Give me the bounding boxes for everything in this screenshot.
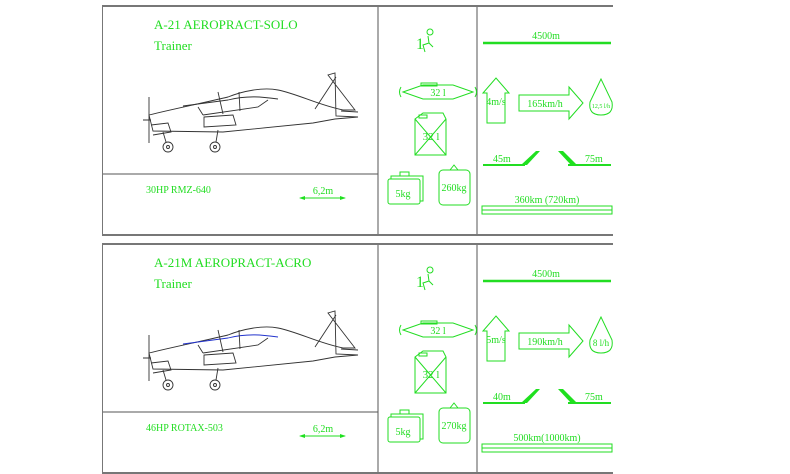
climb-arrow-icon <box>481 77 511 124</box>
aircraft-card: A-21M AEROPRACT-ACRO Trainer 46HP ROTAX-… <box>102 243 613 474</box>
wingspan-value: 6,2m <box>313 186 334 197</box>
fuel-drop-icon <box>589 315 613 354</box>
baggage-icon <box>387 409 424 443</box>
range-value: 500km(1000km) <box>513 433 580 444</box>
fuel-drop-icon <box>589 77 613 116</box>
pilot-icon <box>422 28 434 53</box>
wing-tank-capacity: 32 l <box>430 88 446 99</box>
landing-distance: 75m <box>585 392 603 403</box>
aircraft-side-view-icon <box>143 72 359 153</box>
baggage-icon <box>387 171 424 205</box>
climb-rate: 4m/s <box>486 97 506 108</box>
range-bar-icon <box>481 205 613 215</box>
pilot-icon <box>422 266 434 291</box>
landing-icon <box>558 151 611 166</box>
ceiling-value: 4500m <box>532 269 560 280</box>
fuel-consumption: 8 l/h <box>593 338 610 348</box>
engine-spec: 46HP ROTAX-503 <box>146 423 223 434</box>
baggage-weight: 5kg <box>396 189 411 200</box>
cruise-speed: 190km/h <box>527 337 563 348</box>
landing-distance: 75m <box>585 154 603 165</box>
wingspan-value: 6,2m <box>313 424 334 435</box>
baggage-weight: 5kg <box>396 427 411 438</box>
jerrycan-capacity: 32 l <box>423 369 440 381</box>
aircraft-card: A-21 AEROPRACT-SOLO Trainer 30HP RMZ-640… <box>102 5 613 236</box>
wing-tank-icon <box>399 82 477 100</box>
aircraft-side-view-icon <box>143 310 359 391</box>
aircraft-title: A-21M AEROPRACT-ACRO <box>154 255 311 270</box>
aircraft-title: A-21 AEROPRACT-SOLO <box>154 17 298 32</box>
card-drawing: A-21 AEROPRACT-SOLO Trainer 30HP RMZ-640… <box>103 7 613 234</box>
landing-icon <box>558 389 611 404</box>
card-drawing: A-21M AEROPRACT-ACRO Trainer 46HP ROTAX-… <box>103 245 613 472</box>
wing-tank-capacity: 32 l <box>430 326 446 337</box>
takeoff-icon <box>483 389 540 404</box>
payload-weight: 270kg <box>442 421 467 432</box>
range-bar-icon <box>481 443 613 453</box>
fuel-consumption: 12,5 l/h <box>592 104 610 110</box>
seats-count: 1 <box>416 274 424 291</box>
wingspan-dimension-icon <box>299 434 346 438</box>
engine-spec: 30HP RMZ-640 <box>146 185 211 196</box>
jerrycan-icon <box>414 350 447 394</box>
seats-count: 1 <box>416 36 424 53</box>
wing-tank-icon <box>399 320 477 338</box>
speed-arrow-icon <box>518 85 584 121</box>
takeoff-distance: 40m <box>493 392 511 403</box>
speed-arrow-icon <box>518 323 584 359</box>
cruise-speed: 165km/h <box>527 99 563 110</box>
aircraft-role: Trainer <box>154 276 192 291</box>
takeoff-icon <box>483 151 540 166</box>
climb-arrow-icon <box>481 315 511 362</box>
payload-weight: 260kg <box>442 183 467 194</box>
climb-rate: 5m/s <box>486 335 506 346</box>
jerrycan-icon <box>414 112 447 156</box>
jerrycan-capacity: 32 l <box>423 131 440 143</box>
wingspan-dimension-icon <box>299 196 346 200</box>
ceiling-value: 4500m <box>532 31 560 42</box>
takeoff-distance: 45m <box>493 154 511 165</box>
payload-icon <box>438 164 471 206</box>
range-value: 360km (720km) <box>515 195 580 206</box>
aircraft-role: Trainer <box>154 38 192 53</box>
payload-icon <box>438 402 471 444</box>
